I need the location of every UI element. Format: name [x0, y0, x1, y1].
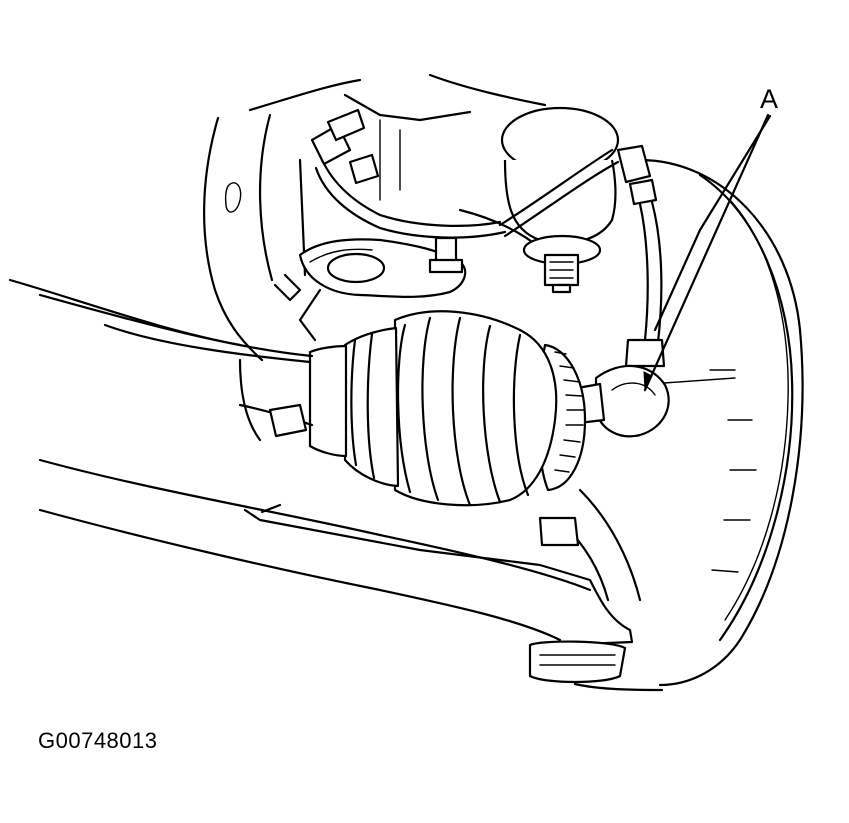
sensor-cable: [616, 144, 666, 368]
cv-boot: [308, 310, 558, 507]
upper-mount: [500, 106, 620, 294]
figure-id: G00748013: [38, 728, 158, 753]
brake-hose: [310, 108, 620, 274]
brake-rotor: [638, 158, 804, 687]
ball-joint: [528, 516, 664, 692]
lower-control-arm: [8, 278, 642, 647]
callout-leader: [643, 113, 772, 392]
drive-shaft: [38, 293, 314, 427]
control-arm-bushing: [298, 238, 467, 342]
frame-body: [203, 73, 562, 362]
callout-label-a: A: [760, 84, 779, 114]
